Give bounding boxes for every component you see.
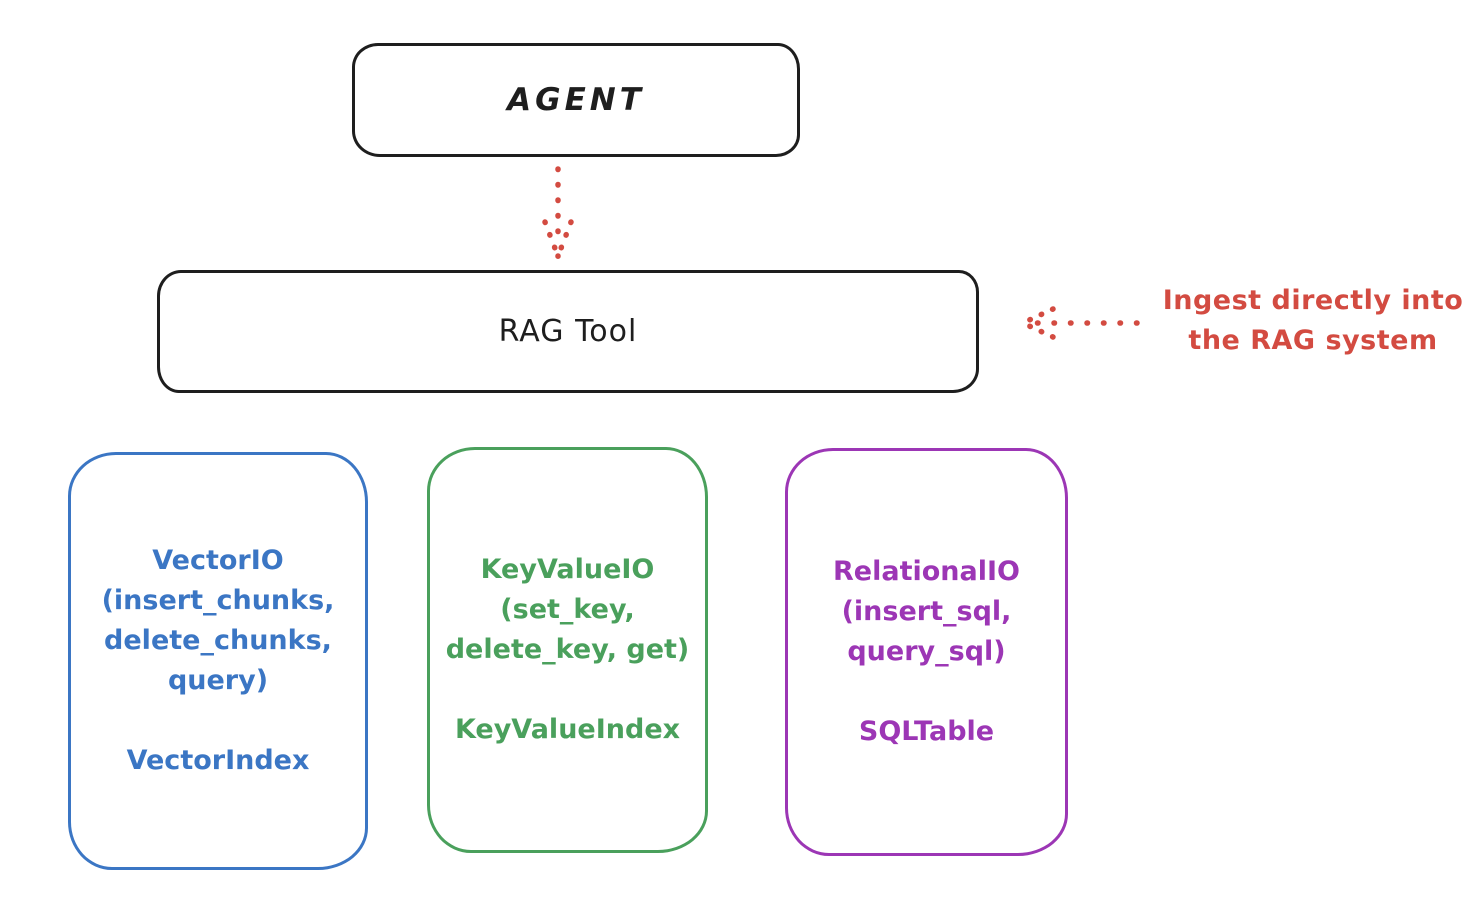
ingest-annotation-line1: Ingest directly into: [1162, 285, 1464, 316]
rag-tool-box: RAG Tool: [157, 270, 979, 393]
rag-tool-label: RAG Tool: [498, 314, 638, 349]
node-key-value-io-title: KeyValueIO: [480, 554, 655, 585]
ingest-annotation: Ingest directly into the RAG system: [1142, 281, 1484, 361]
dotted-arrow-left-icon: [1022, 306, 1140, 340]
agent-box: AGENT: [352, 43, 800, 157]
node-key-value-io-line: delete_key, get): [445, 634, 690, 665]
node-vector-io-line: (insert_chunks,: [101, 585, 335, 616]
node-vector-io-title: VectorIO: [152, 545, 284, 576]
ingest-annotation-line2: the RAG system: [1188, 325, 1438, 356]
node-key-value-io: KeyValueIO (set_key, delete_key, get) Ke…: [427, 447, 708, 853]
node-vector-io: VectorIO (insert_chunks, delete_chunks, …: [68, 452, 368, 870]
node-vector-io-index: VectorIndex: [126, 745, 310, 776]
node-relational-io-index: SQLTable: [858, 716, 995, 747]
dotted-arrow-down-icon: [542, 166, 574, 259]
agent-label: AGENT: [507, 82, 645, 118]
node-key-value-io-line: (set_key,: [500, 594, 635, 625]
node-vector-io-line: delete_chunks,: [104, 625, 332, 656]
node-vector-io-line: query): [167, 665, 269, 696]
node-relational-io-line: query_sql): [847, 636, 1006, 667]
node-key-value-io-index: KeyValueIndex: [454, 714, 681, 745]
node-relational-io-title: RelationalIO: [833, 556, 1020, 587]
node-relational-io: RelationalIO (insert_sql, query_sql) SQL…: [785, 448, 1068, 856]
node-relational-io-line: (insert_sql,: [841, 596, 1012, 627]
